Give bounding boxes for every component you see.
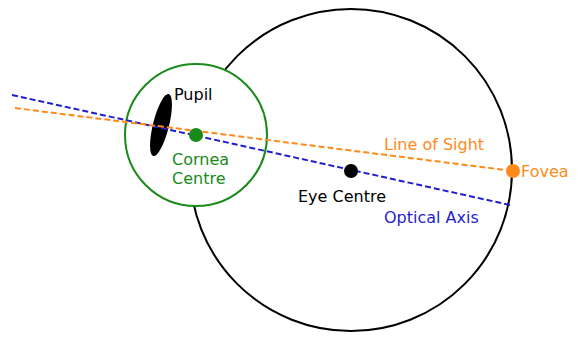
optical-axis-line (12, 95, 510, 205)
part-label: Eye Centre (298, 187, 386, 206)
part-label: Cornea Centre (172, 150, 244, 188)
cornea-centre-dot (189, 128, 203, 142)
line-of-sight-line (15, 108, 513, 171)
eye-centre-dot (344, 164, 358, 178)
part-label: Pupil (174, 85, 213, 104)
part-label: Fovea (521, 162, 569, 181)
axis-label: Line of Sight (384, 135, 484, 154)
axis-label: Optical Axis (384, 208, 479, 227)
cornea-outline (125, 64, 267, 206)
fovea-dot (506, 164, 520, 178)
